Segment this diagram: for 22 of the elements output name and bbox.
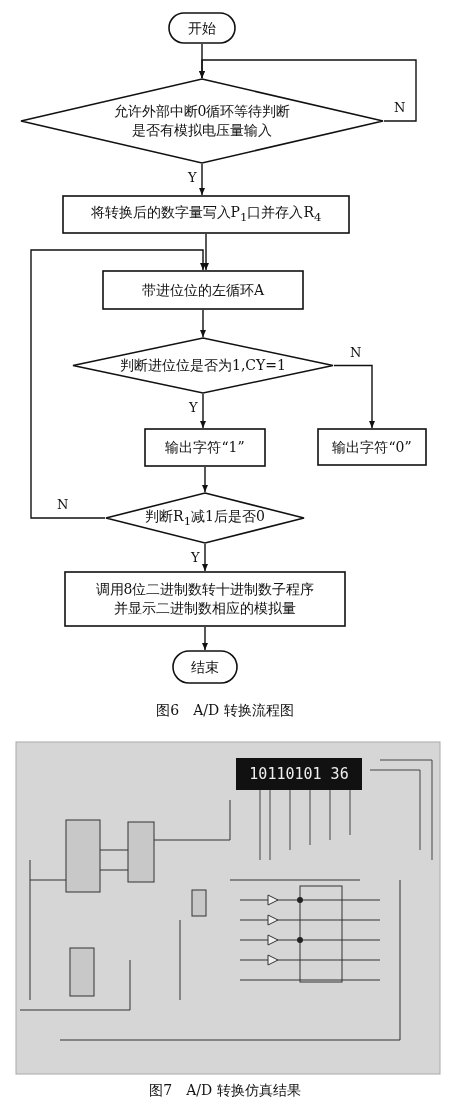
arrow	[199, 163, 205, 196]
arrow	[199, 59, 417, 122]
process-box: 带进位位的左循环A	[102, 270, 304, 310]
arrow	[30, 249, 206, 519]
arrow	[200, 309, 206, 338]
seven-segment-display: 10110101 36	[248, 764, 350, 785]
process-box: 将转换后的数字量写入P$_{1}$口并存入R$_{4}$	[62, 195, 350, 234]
figure-caption: 图6 A/D 转换流程图	[155, 702, 295, 720]
decision-diamond: 允许外部中断0循环等待判断是否有模拟电压量输入	[20, 78, 384, 164]
arrow	[202, 543, 208, 572]
figure-caption: 图7 A/D 转换仿真结果	[148, 1082, 302, 1100]
decision-diamond: 判断进位位是否为1,CY=1	[72, 337, 334, 394]
arrow	[203, 233, 209, 271]
decision-diamond: 判断R$_{1}$减1后是否0	[105, 492, 305, 544]
process-box: 输出字符“0”	[317, 428, 427, 466]
arrow	[202, 626, 208, 651]
edge-label: N	[348, 345, 364, 360]
arrow	[200, 393, 206, 429]
arrow	[202, 466, 208, 493]
process-box: 输出字符“1”	[144, 428, 266, 467]
process-box: 调用8位二进制数转十进制数子程序并显示二进制数相应的模拟量	[64, 571, 346, 627]
arrow	[333, 364, 375, 429]
